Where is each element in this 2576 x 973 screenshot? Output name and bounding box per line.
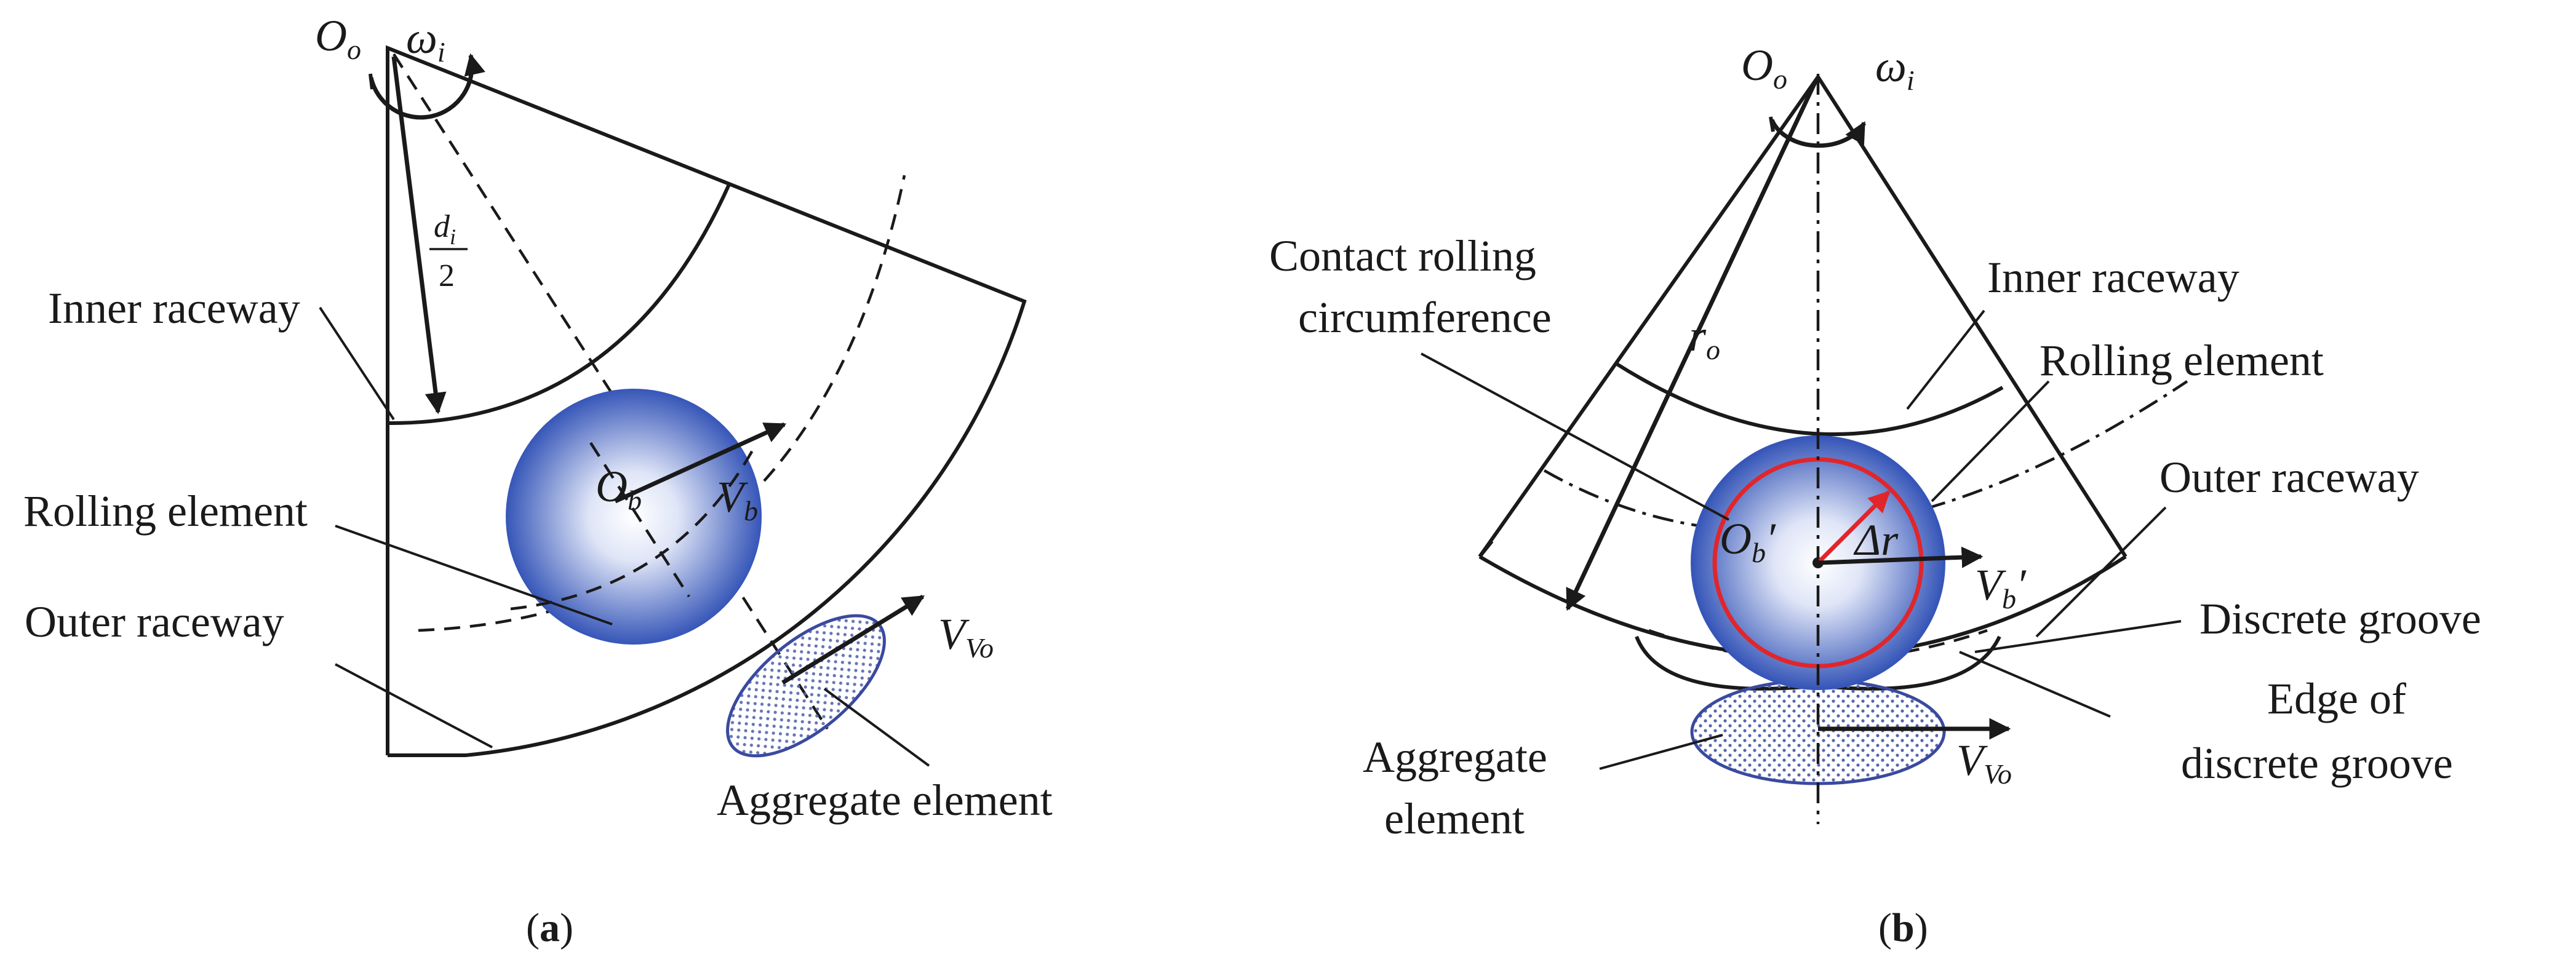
panel-a-aggregate-velocity-label: VVo	[938, 610, 994, 664]
panel-b-leader-outer	[2035, 506, 2167, 638]
panel-b-outer-radius-label: ro	[1689, 311, 1720, 365]
panel-b-aggregate-velocity-label: VVo	[1956, 736, 2012, 790]
svg-text:2: 2	[439, 258, 455, 293]
panel-a-omega-label: ωi	[406, 14, 445, 68]
panel-b-contact-rolling-label-1: Contact rolling	[1269, 231, 1536, 280]
panel-a-leader-rolling	[335, 525, 613, 626]
panel-a-leader-aggregate	[823, 688, 930, 767]
panel-b-origin-label: Oo	[1741, 41, 1787, 95]
svg-text:di: di	[434, 209, 456, 249]
panel-a-aggregate-velocity-arrow	[781, 595, 925, 685]
panel-b-groove-edge	[1648, 629, 1988, 661]
panel-b-omega-tick	[1769, 116, 1775, 132]
panel-b-aggregate-element	[1690, 678, 1946, 785]
panel-b-ball-center-label: Ob′	[1720, 514, 1776, 568]
panel-b-pitch-circle	[1543, 380, 2188, 533]
panel-b-omega-label: ωi	[1875, 42, 1915, 96]
panel-b-edge-label-2: discrete groove	[2181, 739, 2453, 788]
panel-b-caption: (b)	[1878, 905, 1928, 950]
panel-b-leader-edge	[1959, 651, 2111, 718]
panel-a-outer-raceway-label: Outer raceway	[25, 597, 284, 646]
panel-b-sector-left	[1478, 76, 1820, 558]
panel-a-leader-inner	[319, 306, 395, 421]
panel-a-ball-velocity-label: Vb	[717, 472, 758, 526]
panel-b-leader-rolling	[1931, 380, 2050, 502]
panel-b-sector-right	[1816, 76, 2127, 558]
panel-a-origin-label: Oo	[315, 11, 361, 65]
panel-b-delta-r-arrow	[1818, 490, 1891, 563]
panel-a-caption: (a)	[526, 905, 573, 950]
panel-b-ball-velocity-arrow	[1819, 546, 1984, 568]
panel-a-pitch-overlay	[510, 442, 758, 611]
panel-a-omega-tick	[369, 73, 374, 90]
panel-b-sector-stub	[1478, 540, 1494, 558]
panel-a-ball-center-label: Ob	[596, 462, 642, 516]
panel-b-leader-contact	[1421, 352, 1729, 521]
panel-a-radial-dash-overlay	[589, 442, 690, 598]
panel-b-aggregate-label-1: Aggregate	[1363, 733, 1547, 782]
panel-a-sector-outline	[386, 45, 1027, 757]
panel-b-leader-groove	[1974, 620, 2182, 653]
panel-a-radius-arrow	[391, 56, 447, 415]
panel-b-discrete-groove-label: Discrete groove	[2199, 594, 2481, 643]
panel-b-outer-raceway-label: Outer raceway	[2159, 453, 2419, 502]
panel-b-outer-radius-arrow	[1565, 79, 1819, 611]
panel-b-ball-velocity-label: Vb′	[1975, 560, 2027, 614]
panel-b-edge-label-1: Edge of	[2267, 674, 2406, 723]
panel-a-omega-arc	[369, 53, 485, 120]
panel-a: Oo ωi di 2 Ob Vb VVo Inner raceway Rolli…	[23, 11, 1053, 950]
panel-b-inner-raceway-label: Inner raceway	[1987, 253, 2239, 302]
panel-a-inner-raceway-arc	[387, 183, 731, 426]
panel-b: Oo ωi ro Ob′ Δr Vb′ VVo Contact rolling …	[1269, 41, 2481, 950]
panel-a-radius-fraction: di 2	[429, 209, 468, 293]
panel-b-rolling-element-label: Rolling element	[2040, 336, 2324, 385]
panel-b-contact-rolling-label-2: circumference	[1298, 293, 1552, 342]
panel-b-delta-r-label: Δr	[1853, 515, 1899, 565]
panel-a-rolling-element	[506, 389, 762, 645]
panel-a-leader-outer	[335, 663, 493, 749]
panel-b-aggregate-label-2: element	[1384, 794, 1525, 843]
panel-b-omega-arc	[1769, 119, 1867, 148]
panel-a-ball-velocity-arrow	[614, 422, 787, 504]
panel-a-inner-raceway-label: Inner raceway	[48, 284, 300, 333]
panel-a-aggregate-element-label: Aggregate element	[717, 776, 1053, 825]
panel-b-leader-inner	[1906, 309, 1985, 410]
panel-b-leader-aggregate	[1599, 734, 1723, 770]
panel-b-inner-raceway-arc	[1614, 361, 2004, 437]
panel-a-rolling-element-label: Rolling element	[23, 486, 308, 536]
